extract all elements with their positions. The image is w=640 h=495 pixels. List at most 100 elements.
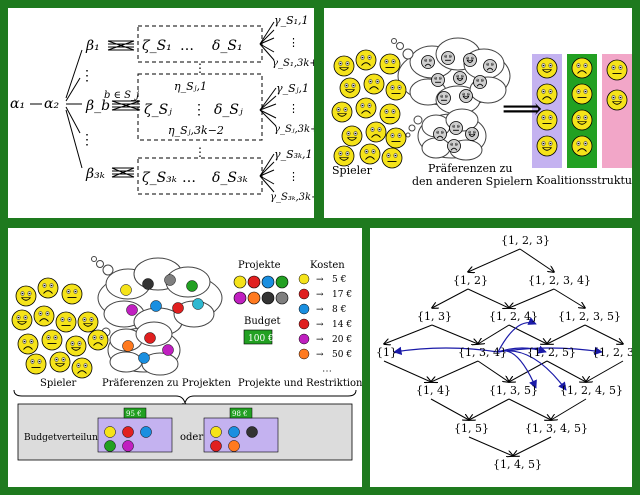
result-label: Koalitionsstruktur (536, 174, 632, 187)
budget-box (243, 329, 273, 345)
alpha1-label: α₁ (10, 96, 25, 112)
player-face (365, 121, 387, 143)
cost-arrow: → (316, 275, 324, 285)
hedonic-games-illustration: ⟹ Spieler Präferenzen zu den anderen Spi… (331, 37, 632, 188)
lattice-node: {1, 5} (454, 422, 489, 435)
gray-face (459, 89, 473, 103)
highlighted-edge (497, 317, 537, 353)
gamma-sj-3k1: γ_Sⱼ,3k+1 (274, 124, 314, 135)
project-icon (275, 291, 289, 305)
vdots-gamma-sj: ⋮ (288, 102, 299, 115)
preference-dot (142, 278, 154, 290)
condition-label: b ∈ S_j (104, 90, 139, 101)
player-face (363, 73, 385, 95)
zeta-s3k: ζ_S₃ₖ (142, 170, 177, 186)
lattice-node: {1, 2, 3, 4, 5} (592, 346, 632, 359)
budgeting-illustration: Projekte Budget 100 € Kosten →5 €→17 €→8… (11, 256, 362, 461)
gray-face (453, 71, 467, 85)
coalition-face (571, 83, 593, 105)
cost-icon (298, 288, 310, 300)
player-faces (331, 49, 407, 169)
zeta-sj: ζ_Sⱼ (144, 102, 172, 118)
multi-edges-betab (111, 100, 141, 111)
dots-s3k: … (182, 170, 196, 186)
lattice-edge (467, 288, 509, 308)
gray-faces (421, 51, 497, 153)
allocation-2-cost-box (229, 407, 253, 419)
lattice-edge (508, 398, 551, 420)
allocated-project (122, 440, 134, 452)
preference-dots (120, 274, 204, 364)
lattice-edge (468, 436, 513, 456)
implies-arrow: ⟹ (502, 92, 542, 125)
lattice-node: {1} (376, 346, 397, 359)
gray-face (431, 73, 445, 87)
preference-dot (192, 298, 204, 310)
edge-alpha2-beta3k (65, 109, 83, 169)
lattice-edge (477, 360, 509, 382)
fan-sj (259, 87, 277, 127)
allocated-project (210, 440, 222, 452)
cost-icon (298, 348, 310, 360)
coalition-face (536, 135, 558, 157)
lattice-node: {1, 2, 4} (489, 310, 538, 323)
players-label: Spieler (332, 164, 373, 177)
box-s3k (137, 157, 263, 195)
grouping-brace (13, 389, 357, 405)
player-face (77, 311, 99, 333)
gray-face (447, 139, 461, 153)
lattice-node: {1, 3, 4, 5} (525, 422, 588, 435)
lattice-node: {1, 2} (453, 274, 488, 287)
lattice-edge (553, 288, 585, 308)
gray-face (473, 75, 487, 89)
preference-cloud-lower (107, 321, 181, 376)
gamma-s1-1: γ_S₁,1 (274, 14, 309, 27)
gray-face (449, 121, 463, 135)
allocation-1-cost: 95 € (126, 410, 142, 418)
player-faces (11, 277, 109, 379)
allocated-project (140, 426, 152, 438)
eta-sj-2: η_Sⱼ,3k−2 (168, 124, 224, 137)
player-face (25, 353, 47, 375)
allocation-area (17, 403, 353, 461)
preference-dot (172, 302, 184, 314)
preference-dot (126, 304, 138, 316)
player-face (331, 101, 353, 123)
allocation-projects (104, 426, 258, 452)
lattice-node: {1, 2, 4, 5} (560, 384, 623, 397)
lattice-edge (546, 360, 586, 382)
edge-alpha2-beta1 (65, 49, 83, 99)
coalition-face (536, 109, 558, 131)
vdots-boxes-down: ⋮ (194, 145, 206, 159)
lattice-node: {1, 2, 3, 4} (528, 274, 591, 287)
project-icon (275, 275, 289, 289)
panel-participatory-budgeting: Projekte Budget 100 € Kosten →5 €→17 €→8… (8, 228, 362, 487)
cost-arrow: → (316, 350, 324, 360)
gray-face (465, 127, 479, 141)
panel-lattice: {1, 2, 3}{1, 2}{1, 2, 3, 4}{1, 3}{1, 2, … (370, 228, 632, 487)
preferences-label: Präferenzen zu Projekten (102, 378, 231, 389)
player-face (17, 333, 39, 355)
cost-value: 50 € (332, 350, 352, 360)
betab-label: β_b (85, 98, 110, 114)
vdots-betas-down: ⋮ (80, 132, 94, 148)
cost-value: 8 € (332, 305, 346, 315)
project-icon (233, 275, 247, 289)
costs-title: Kosten (310, 260, 345, 271)
project-icon (261, 291, 275, 305)
lattice-edge (432, 288, 469, 308)
player-face (49, 351, 71, 373)
cost-arrow: → (316, 335, 324, 345)
box-s1 (137, 25, 263, 63)
lattice-edge (469, 398, 510, 420)
player-face (381, 147, 403, 169)
coalition-face (536, 57, 558, 79)
lattice-node: {1, 2, 3, 5} (558, 310, 621, 323)
cost-icon (298, 273, 310, 285)
prefs-label-line1: Präferenzen zu (428, 162, 512, 175)
lattice-node: {1, 2, 3} (501, 234, 550, 247)
beta3k-label: β₃ₖ (85, 166, 105, 182)
lattice-node: {1, 4} (416, 384, 451, 397)
player-face (333, 55, 355, 77)
multi-edges-beta3k (111, 167, 135, 178)
